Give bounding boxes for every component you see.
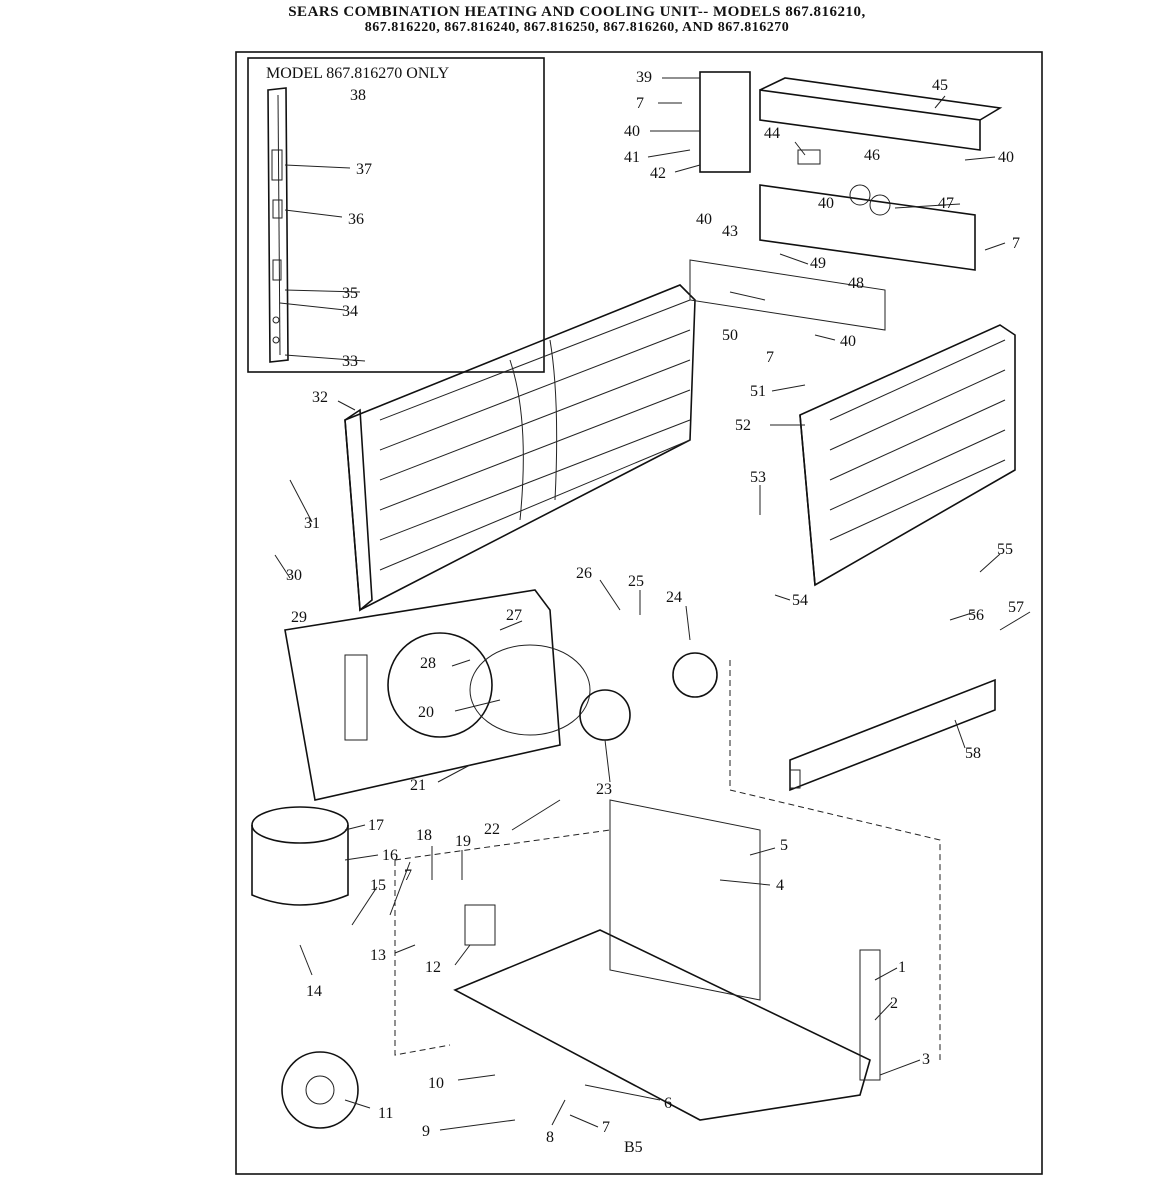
leader-lines: [274, 77, 1031, 1131]
part-label-34: 34: [342, 303, 358, 320]
part-labels: 39 7 40 41 42 45 44 46 40 40 47 40 43 7 …: [286, 69, 1024, 1146]
part-label-7-mid: 7: [766, 349, 774, 366]
part-label-16: 16: [382, 847, 398, 864]
part-label-9: 9: [422, 1123, 430, 1140]
part-label-32: 32: [312, 389, 328, 406]
part-label-22: 22: [484, 821, 500, 838]
part-label-7-left: 7: [404, 867, 412, 884]
part-label-41: 41: [624, 149, 640, 166]
part-label-40-d: 40: [696, 211, 712, 228]
control-box-drawing: [689, 71, 1003, 331]
diagram-title-line2: 867.816220, 867.816240, 867.816250, 867.…: [364, 20, 790, 35]
part-label-28: 28: [420, 655, 436, 672]
part-label-2: 2: [890, 995, 898, 1012]
part-label-47: 47: [938, 195, 954, 212]
part-label-40-e: 40: [840, 333, 856, 350]
part-label-7-top: 7: [636, 95, 644, 112]
part-label-7-right: 7: [1012, 235, 1020, 252]
part-label-14: 14: [306, 983, 322, 1000]
inset-strip-drawing: [267, 87, 289, 363]
part-label-56: 56: [968, 607, 984, 624]
part-label-24: 24: [666, 589, 682, 606]
part-label-37: 37: [356, 161, 372, 178]
inset-title: MODEL 867.816270 ONLY: [266, 65, 450, 82]
page-number: B5: [624, 1139, 643, 1156]
part-label-18: 18: [416, 827, 432, 844]
part-label-30: 30: [286, 567, 302, 584]
part-label-40-b: 40: [998, 149, 1014, 166]
part-label-36: 36: [348, 211, 364, 228]
components-drawing: [251, 652, 801, 1129]
base-pan-drawing: [394, 660, 996, 1121]
part-label-57: 57: [1008, 599, 1024, 616]
fan-shroud-drawing: [284, 589, 591, 801]
part-label-54: 54: [792, 592, 808, 609]
part-label-6: 6: [664, 1095, 672, 1112]
part-label-4: 4: [776, 877, 784, 894]
part-label-51: 51: [750, 383, 766, 400]
part-label-23: 23: [596, 781, 612, 798]
part-label-52: 52: [735, 417, 751, 434]
part-label-35: 35: [342, 285, 358, 302]
part-label-39: 39: [636, 69, 652, 86]
part-label-13: 13: [370, 947, 386, 964]
part-label-44: 44: [764, 125, 780, 142]
part-label-40-c: 40: [818, 195, 834, 212]
part-label-7-bottom: 7: [602, 1119, 610, 1136]
part-label-20: 20: [418, 704, 434, 721]
part-label-46: 46: [864, 147, 880, 164]
part-label-50: 50: [722, 327, 738, 344]
part-label-48: 48: [848, 275, 864, 292]
part-label-21: 21: [410, 777, 426, 794]
part-label-31: 31: [304, 515, 320, 532]
evaporator-coil-drawing: [344, 284, 696, 612]
part-label-10: 10: [428, 1075, 444, 1092]
part-label-3: 3: [922, 1051, 930, 1068]
part-label-29: 29: [291, 609, 307, 626]
part-label-55: 55: [997, 541, 1013, 558]
part-label-45: 45: [932, 77, 948, 94]
part-label-12: 12: [425, 959, 441, 976]
part-label-38: 38: [350, 87, 366, 104]
outer-frame: [235, 51, 1043, 1175]
part-label-17-bottom: 11: [378, 1105, 393, 1122]
part-label-53: 53: [750, 469, 766, 486]
part-label-1: 1: [898, 959, 906, 976]
part-label-40-a: 40: [624, 123, 640, 140]
part-label-15: 15: [370, 877, 386, 894]
part-label-49: 49: [810, 255, 826, 272]
part-label-25: 25: [628, 573, 644, 590]
part-label-42: 42: [650, 165, 666, 182]
inset-box: [247, 57, 545, 373]
part-label-26: 26: [576, 565, 592, 582]
diagram-title-line1: SEARS COMBINATION HEATING AND COOLING UN…: [288, 4, 866, 20]
part-label-19: 19: [455, 833, 471, 850]
condenser-coil-drawing: [799, 324, 1016, 587]
part-label-27: 27: [506, 607, 522, 624]
part-label-58: 58: [965, 745, 981, 762]
part-label-33: 33: [342, 353, 358, 370]
part-label-43: 43: [722, 223, 738, 240]
part-label-8: 8: [546, 1129, 554, 1146]
part-label-17-top: 17: [368, 817, 384, 834]
part-label-5: 5: [780, 837, 788, 854]
